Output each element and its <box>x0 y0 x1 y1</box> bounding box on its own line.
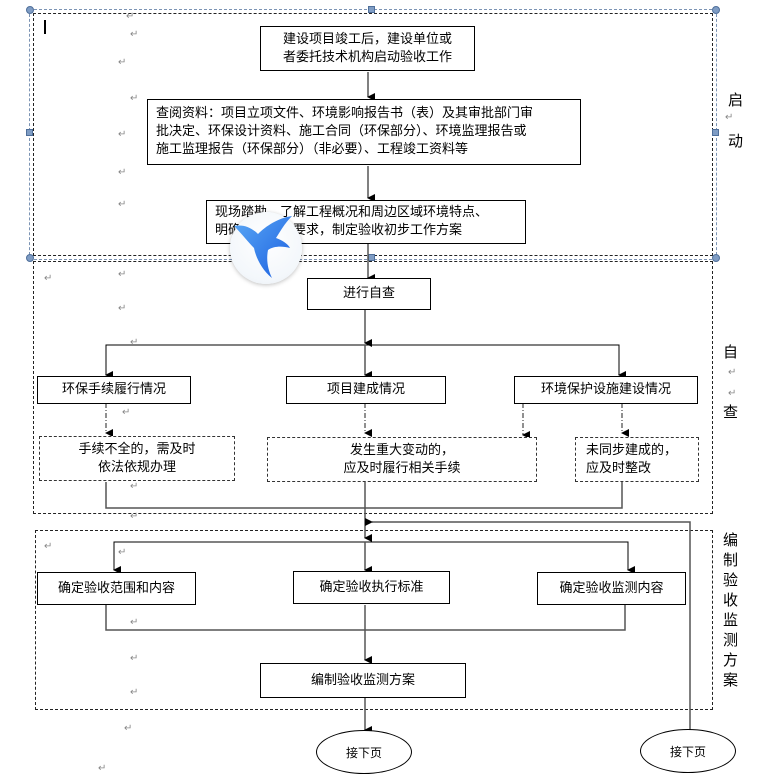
paragraph-mark: ↵ <box>118 269 127 280</box>
side-label-plan-1: 编 <box>723 531 739 549</box>
node-standard[interactable]: 确定验收执行标准 <box>293 571 450 604</box>
selection-handle-mid-left[interactable] <box>26 129 33 136</box>
node-initiate[interactable]: 建设项目竣工后，建设单位或 者委托技术机构启动验收工作 <box>260 26 475 71</box>
side-label-plan-7: 方 <box>723 651 739 669</box>
bird-icon <box>234 216 292 278</box>
side-label-plan-4: 收 <box>723 591 739 609</box>
node-major-change[interactable]: 发生重大变动的， 应及时履行相关手续 <box>267 437 537 482</box>
side-label-plan-3: 验 <box>723 571 739 589</box>
side-label-plan-2: 制 <box>723 551 739 569</box>
selection-handle-top-right[interactable] <box>712 6 720 14</box>
side-label-self-1: 自 <box>723 343 739 361</box>
node-compile-plan[interactable]: 编制验收监测方案 <box>260 663 466 698</box>
branch-line-plan <box>113 541 629 570</box>
side-label-plan-6: 测 <box>723 631 739 649</box>
paragraph-mark: ↵ <box>98 763 107 774</box>
paragraph-mark: ↵ <box>118 57 127 68</box>
paragraph-mark: ↵ <box>130 511 139 522</box>
paragraph-mark: ↵ <box>44 273 53 284</box>
paragraph-mark: ↵ <box>118 167 127 178</box>
paragraph-mark: ↵ <box>126 11 135 22</box>
selection-handle-mid-right[interactable] <box>712 129 719 136</box>
node-not-built[interactable]: 未同步建成的， 应及时整改 <box>575 437 699 482</box>
node-monitor-content[interactable]: 确定验收监测内容 <box>537 572 686 605</box>
paragraph-mark: ↵ <box>124 723 133 734</box>
paragraph-mark: ↵ <box>728 367 737 378</box>
paragraph-mark: ↵ <box>44 541 53 552</box>
side-label-plan-8: 案 <box>723 671 739 689</box>
node-incomplete-procedures[interactable]: 手续不全的，需及时 依法依规办理 <box>39 436 235 481</box>
node-next-page-2[interactable]: 接下页 <box>640 729 736 773</box>
region-self-check <box>33 261 713 514</box>
merge-line <box>105 482 623 509</box>
side-label-plan-5: 监 <box>723 611 739 629</box>
paragraph-mark: ↵ <box>118 303 127 314</box>
paragraph-mark: ↵ <box>130 93 139 104</box>
paragraph-mark: ↵ <box>728 388 737 399</box>
side-label-start-1: 启 <box>728 91 744 109</box>
selection-handle-bottom-left[interactable] <box>26 254 34 262</box>
selection-handle-top-center[interactable] <box>368 6 375 13</box>
paragraph-mark: ↵ <box>130 481 139 492</box>
node-review-docs[interactable]: 查阅资料：项目立项文件、环境影响报告书（表）及其审批部门审 批决定、环保设计资料… <box>147 99 581 165</box>
node-self-inspect[interactable]: 进行自查 <box>307 278 431 310</box>
node-env-procedures[interactable]: 环保手续履行情况 <box>37 376 191 404</box>
paragraph-mark: ↵ <box>118 129 127 140</box>
paragraph-mark: ↵ <box>130 29 139 40</box>
paragraph-mark: ↵ <box>130 687 139 698</box>
node-project-completion[interactable]: 项目建成情况 <box>286 376 446 404</box>
branch-line-top <box>105 344 620 375</box>
paragraph-mark: ↵ <box>122 407 131 418</box>
region-plan <box>35 530 713 710</box>
paragraph-mark: ↵ <box>130 653 139 664</box>
feedback-line <box>365 518 691 736</box>
paragraph-mark: ↵ <box>130 337 139 348</box>
node-env-facilities[interactable]: 环境保护设施建设情况 <box>514 376 698 404</box>
paragraph-mark: ↵ <box>118 547 127 558</box>
paragraph-mark: ↵ <box>118 199 127 210</box>
node-next-page-1[interactable]: 接下页 <box>316 730 412 774</box>
text-cursor <box>44 20 46 34</box>
node-scope[interactable]: 确定验收范围和内容 <box>37 572 196 605</box>
selection-handle-bottom-right[interactable] <box>712 254 720 262</box>
side-label-start-2: 动 <box>728 132 744 150</box>
paragraph-mark: ↵ <box>725 112 734 123</box>
paragraph-mark: ↵ <box>130 617 139 628</box>
selection-handle-top-left[interactable] <box>26 6 34 14</box>
hummingbird-app-icon[interactable] <box>230 212 302 284</box>
side-label-self-2: 查 <box>723 403 739 421</box>
